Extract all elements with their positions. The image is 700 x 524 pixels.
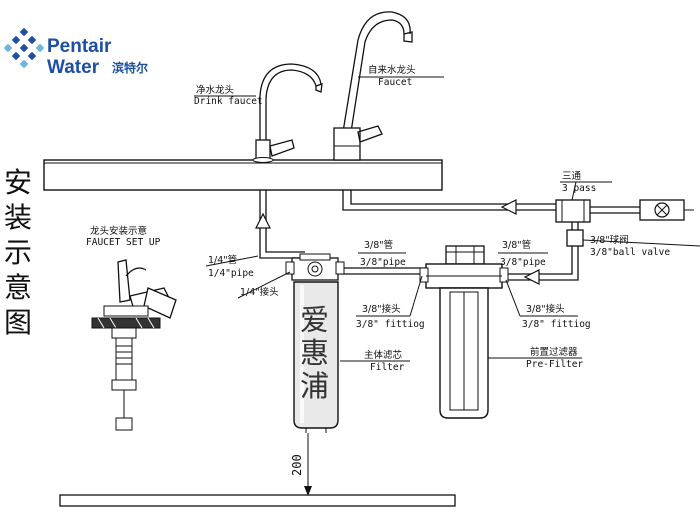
ball-valve-label-cn: 3/8"球阀 — [590, 234, 629, 246]
three-pass-label-en: 3 pass — [562, 183, 596, 194]
drink-faucet-label-cn: 净水龙头 — [196, 84, 234, 96]
quarter-pipe-label-cn: 1/4"管 — [208, 254, 237, 266]
countertop — [43, 159, 443, 191]
fitting-left-label-en: 3/8" fittiog — [356, 319, 425, 330]
tap-faucet — [333, 11, 413, 161]
three8-pipe-right-label-en: 3/8"pipe — [500, 257, 546, 268]
quarter-pipe-label-en: 1/4"pipe — [208, 268, 254, 279]
title-char: 装 — [4, 201, 32, 234]
fitting-left-label-cn: 3/8"接头 — [362, 303, 401, 315]
main-filter-head — [285, 253, 345, 281]
tap-faucet-label-en: Faucet — [378, 77, 412, 88]
drink-faucet-label-en: Drink faucet — [194, 96, 263, 107]
main-filter-label-en: Filter — [370, 362, 405, 373]
brand-name-cn: 滨特尔 — [112, 60, 148, 75]
faucet-setup-label-cn: 龙头安装示意 — [90, 225, 147, 237]
pipe-network — [259, 190, 640, 281]
three-pass-label-cn: 三通 — [562, 171, 582, 182]
drink-faucet — [252, 63, 323, 163]
title-char: 图 — [4, 306, 32, 339]
ball-valve-icon — [639, 199, 694, 221]
floor-plank — [59, 494, 456, 507]
faucet-setup-label-en: FAUCET SET UP — [86, 237, 161, 248]
main-filter-cartridge — [293, 281, 339, 433]
ball-valve — [566, 229, 584, 247]
dimension-line — [304, 433, 312, 496]
fitting-right-label-cn: 3/8"接头 — [526, 303, 565, 315]
filter-name-char: 浦 — [300, 369, 329, 403]
pre-filter-label-en: Pre-Filter — [526, 359, 583, 370]
brand-name-line2: Water — [47, 57, 100, 78]
pre-filter — [419, 245, 509, 419]
quarter-fitting-label-cn: 1/4"接头 — [240, 286, 279, 298]
title-char: 意 — [4, 271, 32, 304]
tap-faucet-label-cn: 自来水龙头 — [368, 64, 416, 76]
title-char: 示 — [4, 236, 32, 269]
faucet-setup-detail — [91, 259, 177, 431]
dimension-value: 200 — [290, 454, 304, 476]
main-filter-label-cn: 主体滤芯 — [364, 349, 403, 361]
three8-pipe-left-label-en: 3/8"pipe — [360, 257, 406, 268]
filter-name-char: 惠 — [300, 336, 329, 370]
pre-filter-label-cn: 前置过滤器 — [530, 346, 578, 358]
flow-arrow-icon — [255, 199, 540, 285]
fitting-right-label-en: 3/8" fittiog — [522, 319, 591, 330]
three8-pipe-right-label-cn: 3/8"管 — [502, 239, 531, 251]
three8-pipe-left-label-cn: 3/8"管 — [364, 239, 393, 251]
brand-name-line1: Pentair — [47, 36, 112, 57]
pentair-logo-icon — [3, 27, 45, 69]
title-char: 安 — [4, 166, 32, 199]
ball-valve-label-en: 3/8"ball valve — [590, 247, 670, 258]
filter-name-char: 爱 — [300, 303, 329, 337]
diagram-title: 安 装 示 意 图 — [4, 166, 32, 339]
three-way-tee — [555, 199, 591, 223]
